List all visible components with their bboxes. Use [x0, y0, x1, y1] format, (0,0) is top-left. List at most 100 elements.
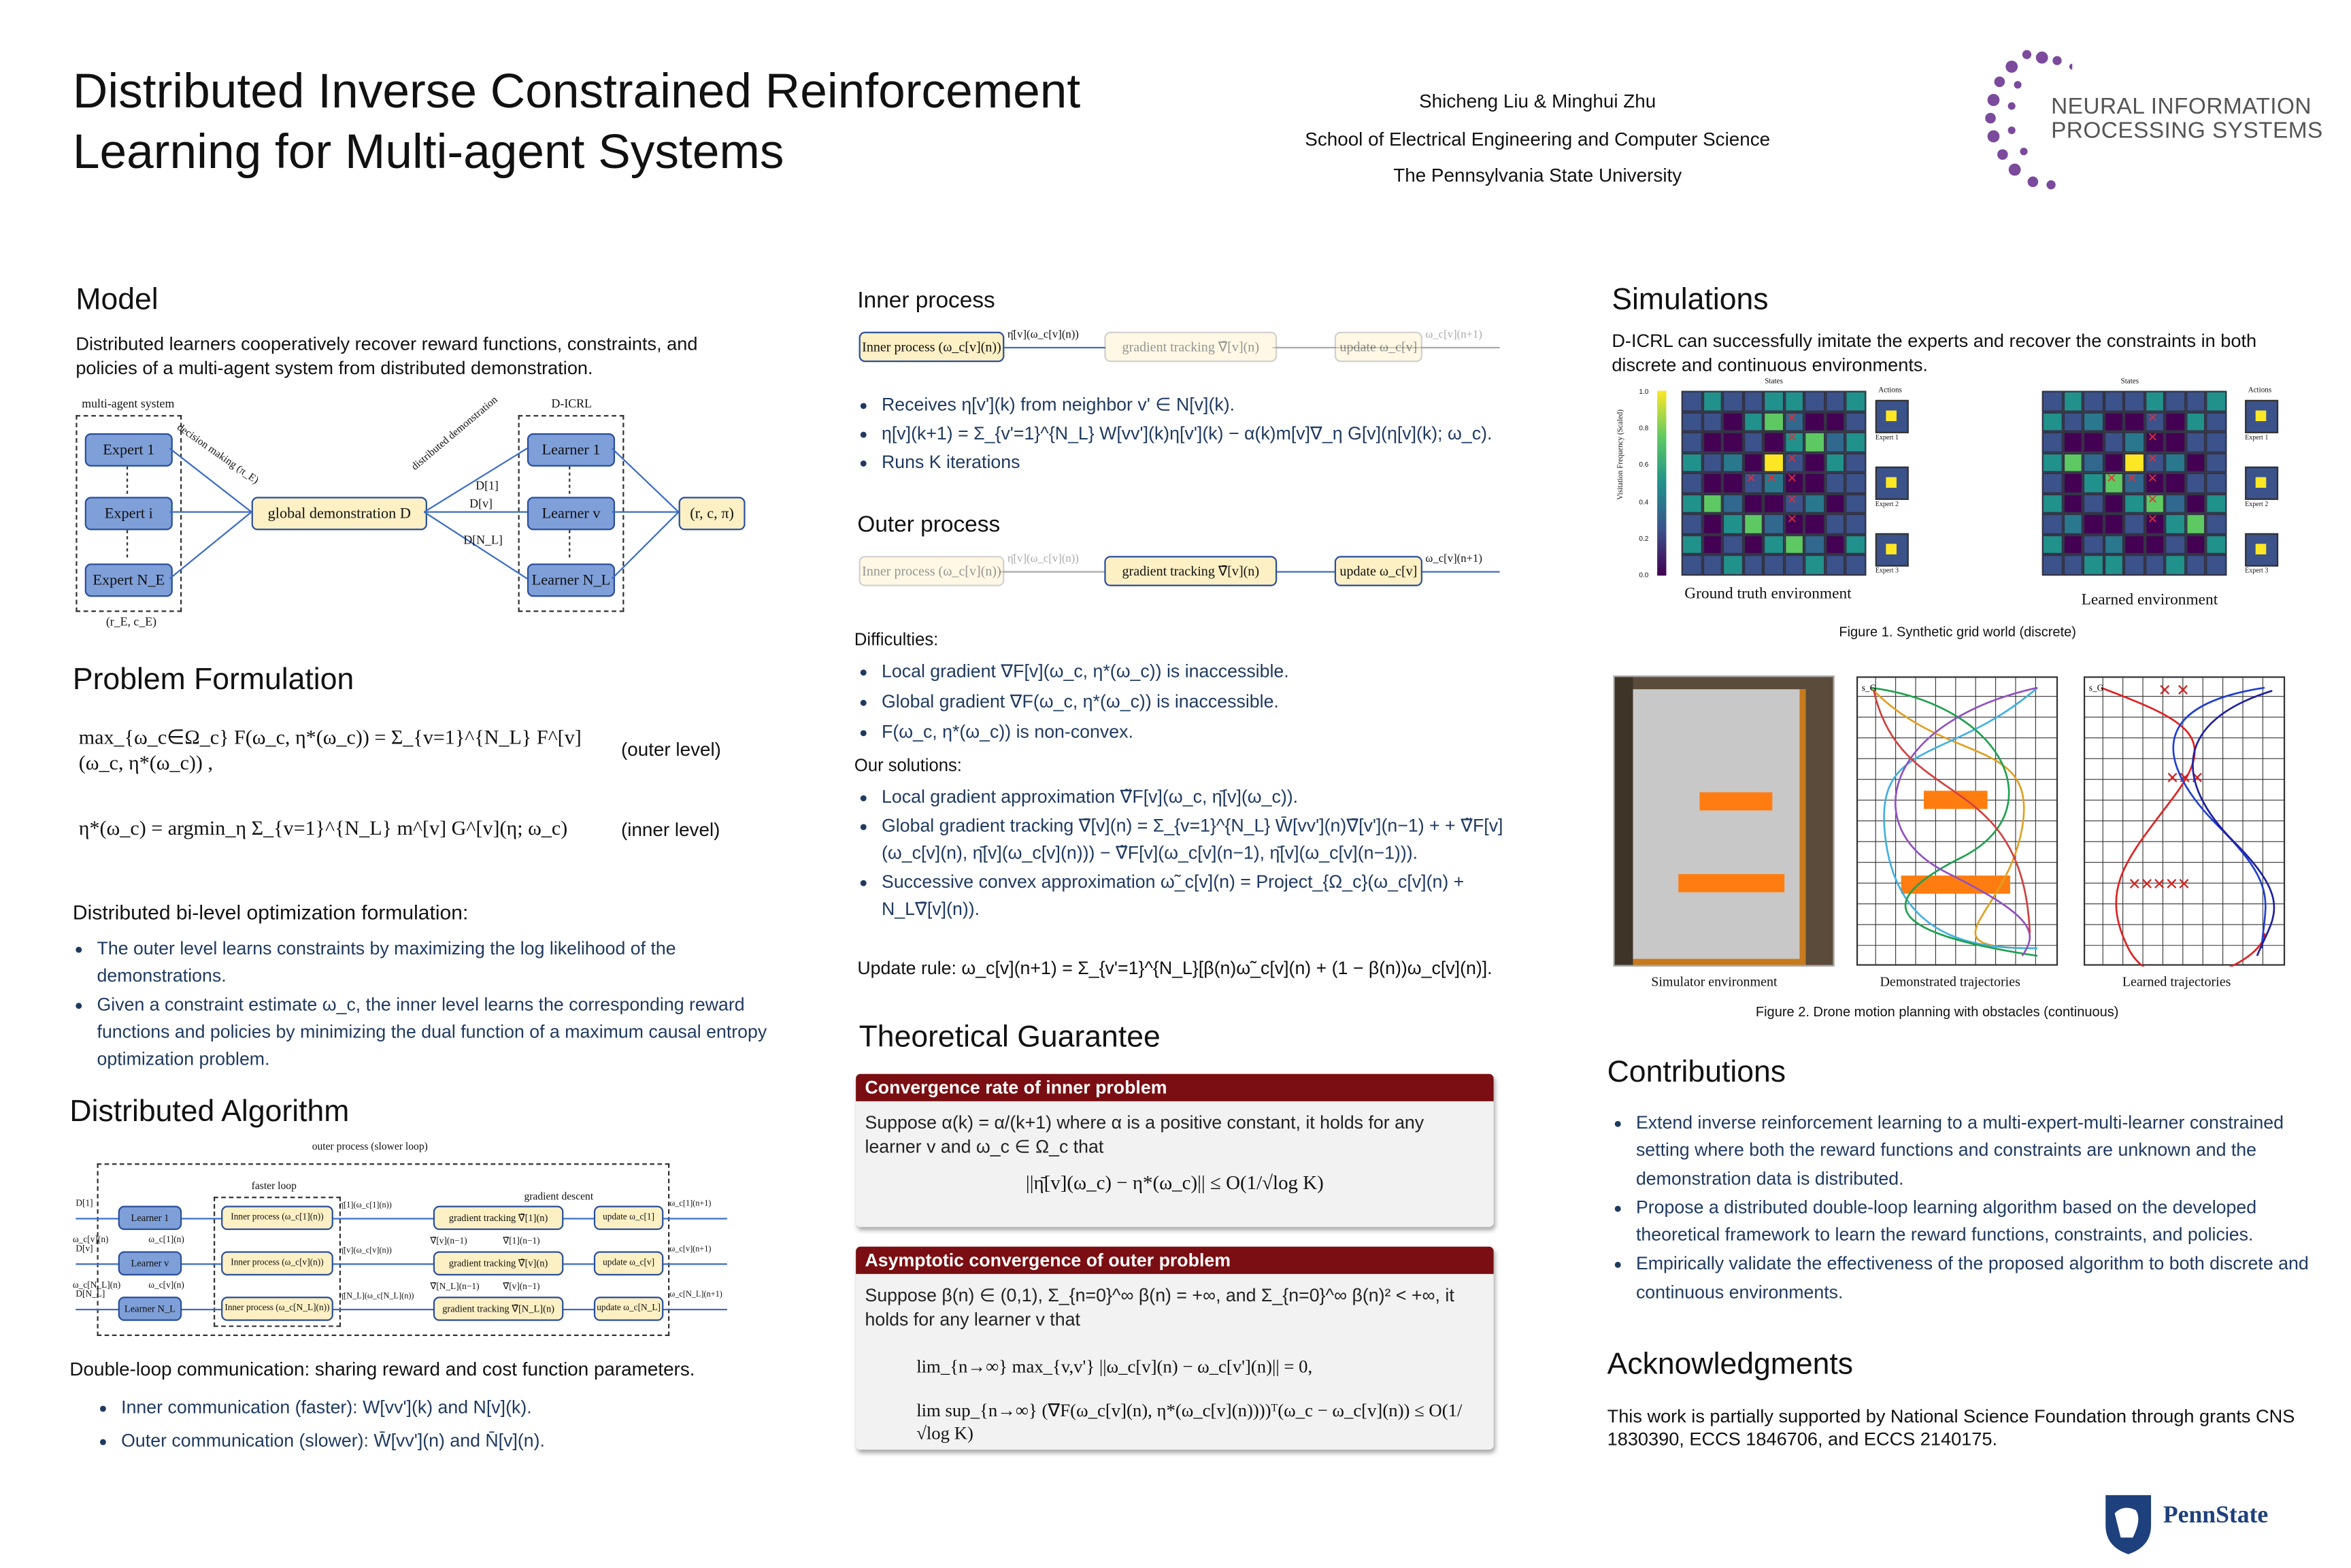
grid-cell — [2206, 431, 2227, 453]
grid-cell — [1846, 452, 1867, 473]
grid-cell — [1763, 493, 1784, 514]
d1-label: D[1] — [476, 478, 499, 493]
grid-cell — [1825, 493, 1846, 514]
grid-cell — [2124, 514, 2145, 535]
inner-process-box: Inner process (ω_c[1](n)) — [221, 1205, 333, 1231]
omega-next-label-dim: ω_c[v](n+1) — [1425, 327, 1482, 341]
inner-bullet: η[v](k+1) = Σ_{v'=1}^{N_L} W[vv'](k)η[v'… — [882, 420, 1533, 447]
grid-cell — [2062, 431, 2084, 453]
grid-cell: × — [1784, 429, 1805, 453]
faster-loop-box — [213, 1197, 341, 1327]
grid-cell — [1722, 514, 1744, 535]
outer-level-tag: (outer level) — [620, 739, 721, 761]
grid-cell — [1722, 390, 1744, 412]
problem-heading: Problem Formulation — [72, 663, 354, 697]
learned-label: Learned trajectories — [2122, 973, 2231, 990]
comm-bullet: Outer communication (slower): W̄[vv'](n)… — [121, 1425, 757, 1457]
grid-cell — [1722, 452, 1744, 473]
grid-cell — [1701, 452, 1723, 473]
eta-label: η̄[N_L](ω_c[N_L](n)) — [339, 1292, 414, 1301]
grid-cell — [2062, 554, 2084, 576]
grid-cell — [2062, 390, 2084, 412]
grid-cell — [2041, 534, 2063, 555]
grid-cell: × — [2144, 429, 2165, 453]
gradient-tracking-box: gradient tracking ∇̄[v](n) — [433, 1251, 564, 1275]
comm-label: ω_c[v](n) — [148, 1281, 184, 1291]
grid-cell — [1763, 554, 1784, 576]
problem-bullets: The outer level learns constraints by ma… — [73, 935, 771, 1074]
update-rule: Update rule: ω_c[v](n+1) = Σ_{v'=1}^{N_L… — [857, 957, 1493, 979]
simulations-description: D-ICRL can successfully imitate the expe… — [1612, 330, 2257, 376]
grid-cell — [2185, 534, 2207, 555]
grid-cell — [2103, 452, 2124, 473]
grid-cell — [2206, 493, 2227, 514]
learned-environment-label: Learned environment — [2081, 592, 2218, 610]
outer-convergence-text: Suppose β(n) ∈ (0,1), Σ_{n=0}^∞ β(n) = +… — [865, 1284, 1454, 1331]
outer-process-label: outer process (slower loop) — [312, 1140, 428, 1153]
dicrl-label: D-ICRL — [551, 397, 592, 411]
outer-convergence-box: Asymptotic convergence of outer problem … — [856, 1246, 1494, 1450]
pennstate-logo: PennState — [2103, 1492, 2292, 1558]
grid-cell — [2206, 452, 2227, 473]
expert-action-map — [2245, 399, 2279, 433]
grid-cell: × — [1784, 511, 1805, 535]
learner-nl-box: Learner N_L — [527, 563, 616, 597]
inner-process-box: Inner process (ω_c[N_L](n)) — [221, 1297, 333, 1321]
grid-cell — [1722, 473, 1744, 494]
grid-cell — [2206, 534, 2227, 555]
colorbar-tick: 0.4 — [1639, 497, 1649, 505]
grid-cell — [2083, 452, 2104, 473]
demonstrated-trajectories-plot: s_G — [1856, 676, 2058, 966]
expert-label: Expert 3 — [2245, 566, 2269, 574]
grid-cell — [2165, 534, 2186, 555]
poster-title: Distributed Inverse Constrained Reinforc… — [73, 61, 1080, 182]
grid-cell — [1846, 390, 1867, 412]
grid-cell — [2185, 411, 2207, 432]
grid-cell — [2124, 534, 2145, 555]
grid-cell — [1784, 390, 1805, 412]
grid-cell — [1846, 411, 1867, 432]
difficulties-label: Difficulties: — [854, 631, 939, 650]
pennstate-wordmark: PennState — [2163, 1502, 2269, 1529]
grid-cell — [1763, 534, 1784, 555]
grid-cell — [1701, 473, 1723, 494]
grid-cell — [1825, 390, 1846, 412]
grid-cell: × — [2124, 470, 2145, 494]
model-diagram: multi-agent system D-ICRL Expert 1 Exper… — [73, 394, 754, 636]
svg-text:s_G: s_G — [1862, 682, 1877, 693]
grid-cell — [1846, 554, 1867, 576]
grid-cell: × — [1784, 470, 1805, 494]
dn-label: D[N_L] — [463, 533, 503, 547]
grid-cell: × — [1784, 490, 1805, 514]
expert-action-map — [2245, 466, 2279, 500]
inner-level-tag: (inner level) — [620, 819, 720, 841]
svg-text:×: × — [2158, 678, 2171, 701]
difficulty-bullet: Local gradient ∇F[v](ω_c, η*(ω_c)) is in… — [882, 657, 1533, 686]
comm-label: ∇̄[v](n−1) — [430, 1237, 467, 1247]
eta-arrow-label-dim: η̄[v](ω_c[v](n)) — [1007, 551, 1079, 565]
inner-convergence-equation: ||η̄[v](ω_c) − η*(ω_c)|| ≤ O(1/√log K) — [1025, 1171, 1324, 1194]
pennstate-shield-icon — [2105, 1495, 2152, 1554]
demonstrated-label: Demonstrated trajectories — [1880, 973, 2020, 990]
learner-group — [518, 415, 624, 612]
learner-box: Learner 1 — [118, 1205, 182, 1231]
grid-cell — [1681, 554, 1702, 576]
grid-cell — [1681, 493, 1702, 514]
grid-cell: × — [1784, 408, 1805, 432]
grid-cell — [1825, 452, 1846, 473]
model-description: Distributed learners cooperatively recov… — [76, 333, 698, 379]
grid-cell — [1763, 452, 1784, 473]
authors: Shicheng Liu & Minghui Zhu — [1419, 90, 1656, 112]
colorbar-tick: 1.0 — [1639, 388, 1649, 396]
grid-cell: × — [1743, 470, 1764, 494]
ground-truth-grid: ×××××××× — [1681, 390, 1867, 576]
grid-cell — [2103, 390, 2124, 412]
update-box-dim: update ω_c[v] — [1334, 331, 1422, 363]
grid-cell — [1701, 493, 1723, 514]
grid-cell — [1825, 473, 1846, 494]
bilevel-subheading: Distributed bi-level optimization formul… — [72, 901, 469, 924]
grid-cell — [1743, 534, 1764, 555]
grid-cell — [2206, 554, 2227, 576]
expert-i-box: Expert i — [84, 497, 173, 531]
grid-cell — [1763, 390, 1784, 412]
